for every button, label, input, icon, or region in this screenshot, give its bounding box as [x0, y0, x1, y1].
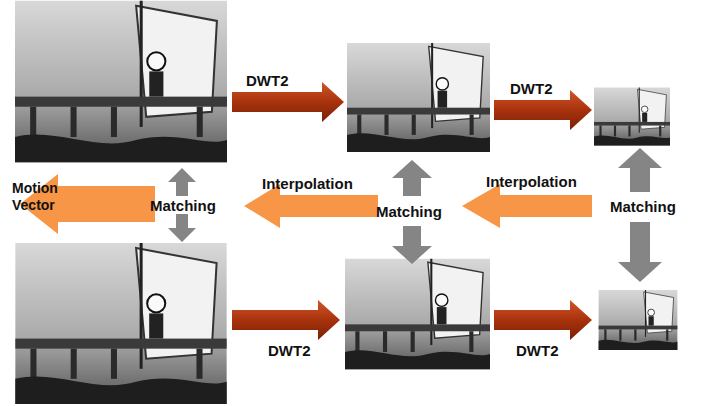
- step-label: Matching: [376, 203, 466, 220]
- output-label: Motion Vector: [12, 180, 68, 214]
- step-label: DWT2: [246, 72, 326, 89]
- step-label: Interpolation: [486, 173, 606, 190]
- step-label: Matching: [610, 198, 710, 215]
- dwt-arrow: [232, 82, 592, 340]
- step-label: Matching: [150, 197, 240, 214]
- step-label: DWT2: [510, 80, 590, 97]
- video-frame: [15, 1, 677, 404]
- step-label: DWT2: [268, 342, 348, 359]
- step-label: Interpolation: [262, 175, 382, 192]
- step-label: DWT2: [516, 342, 596, 359]
- matching-arrow: [168, 148, 662, 282]
